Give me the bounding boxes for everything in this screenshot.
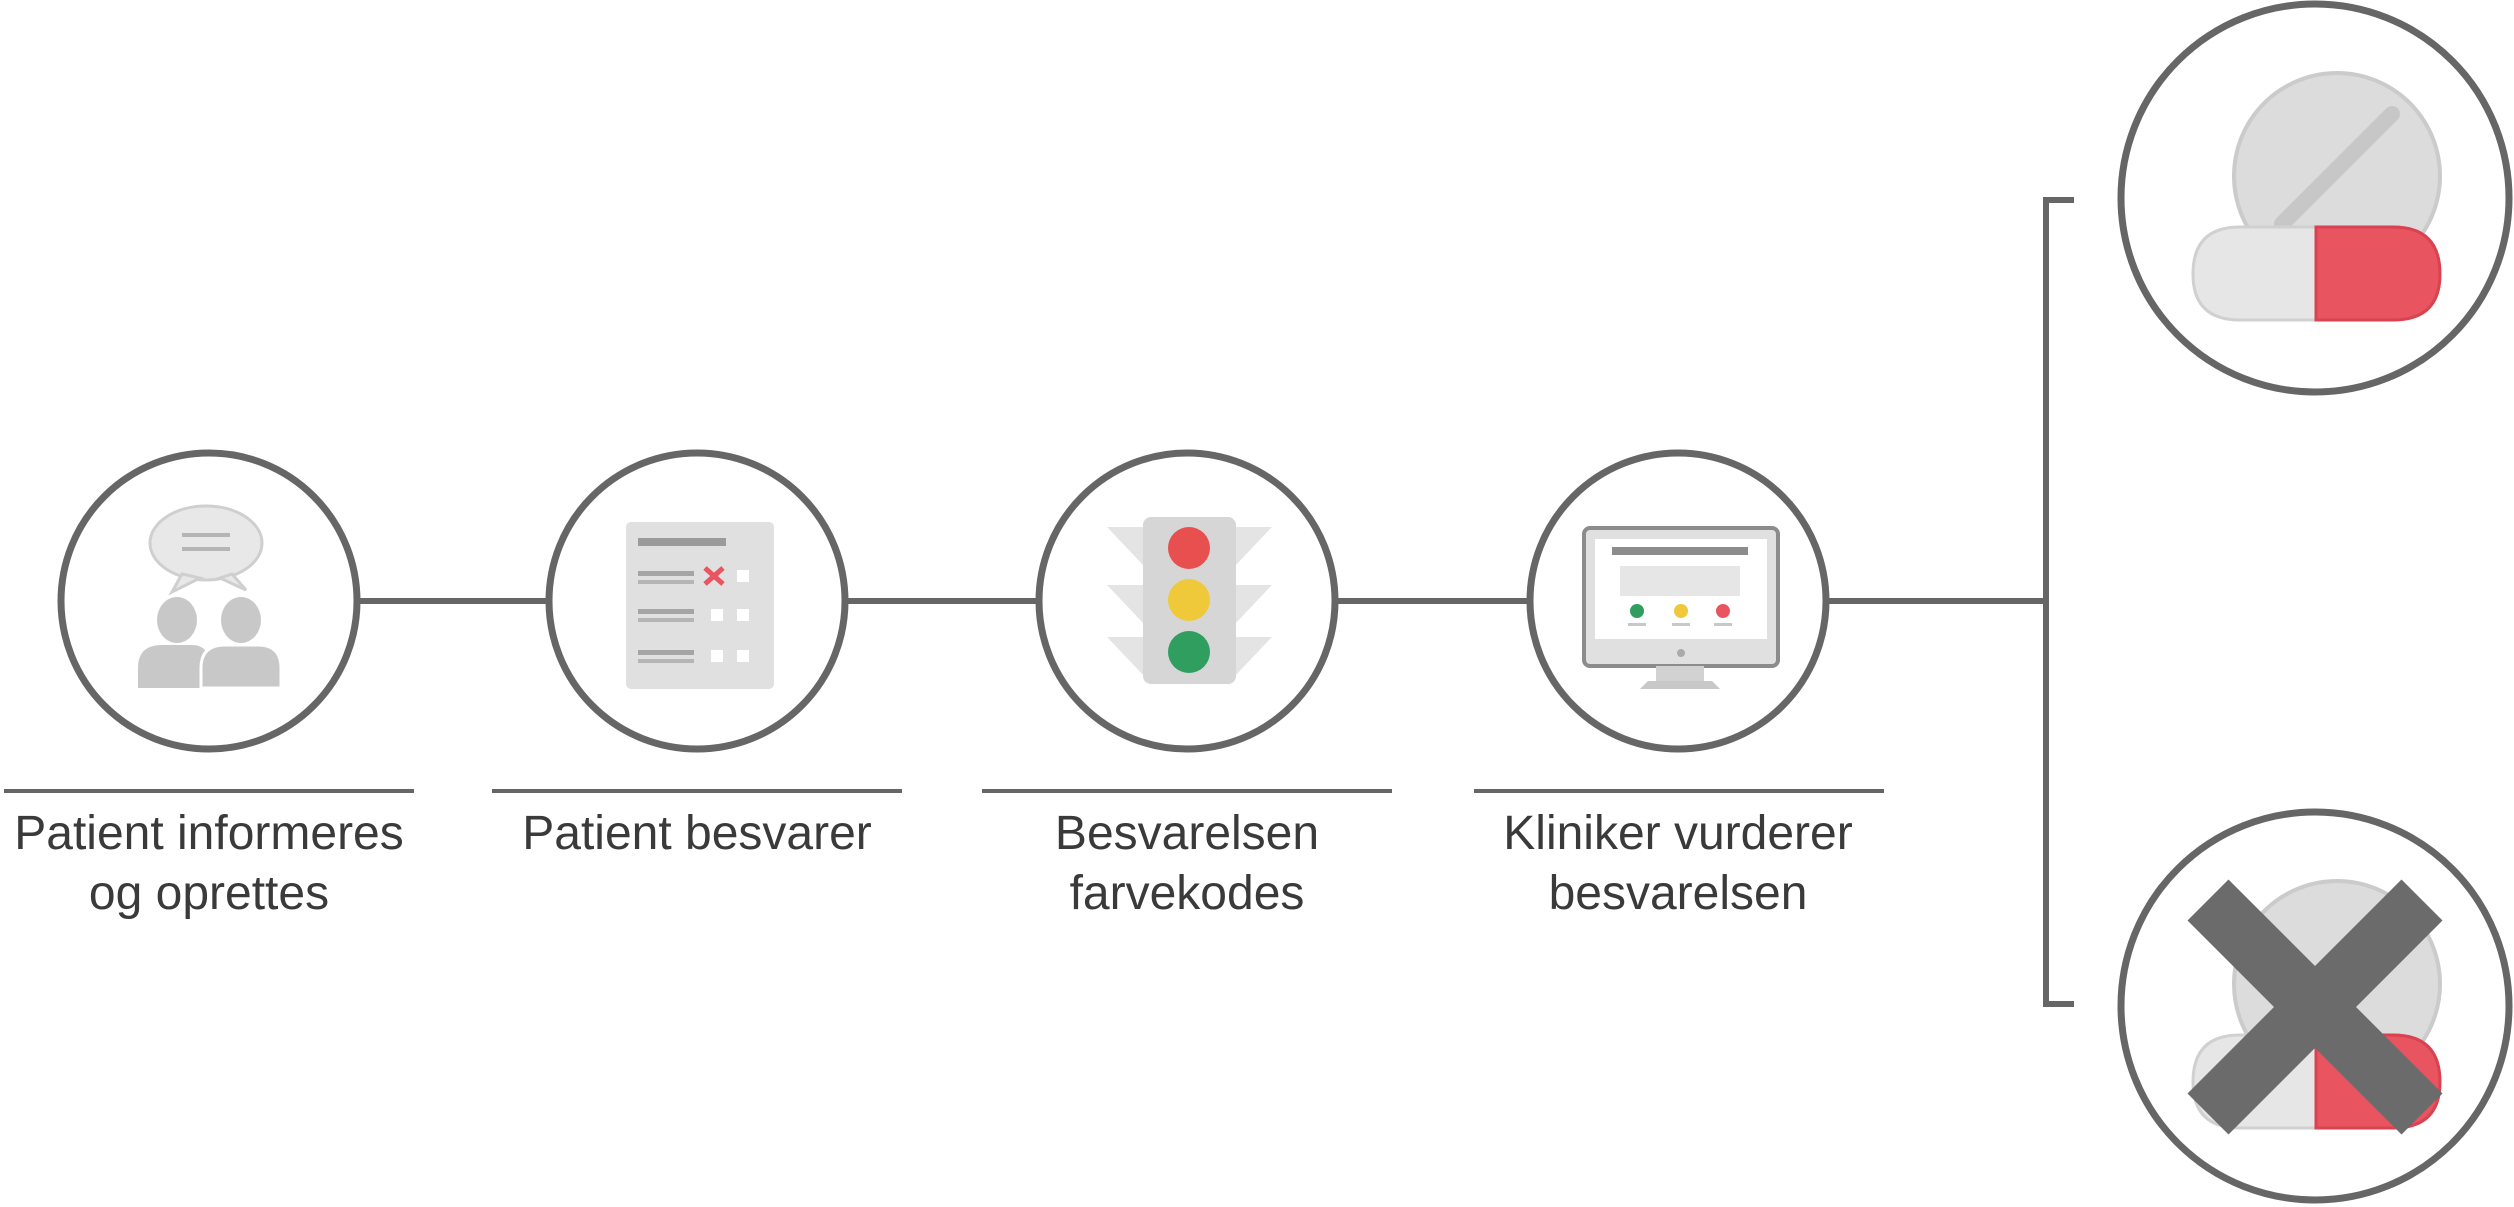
- step-4: [1526, 449, 1830, 753]
- step-labels: Patient informeres og oprettes Patient b…: [14, 807, 1853, 920]
- step-3-label-line1: Besvarelsen: [1055, 807, 1319, 860]
- outcome-medication: [2117, 0, 2513, 396]
- branch-bracket: [2043, 197, 2074, 1007]
- step-4-label-line1: Kliniker vurderer: [1503, 807, 1852, 860]
- cross-icon: [2187, 879, 2443, 1135]
- medication-icon: [2191, 71, 2442, 322]
- connectors: [358, 197, 2074, 1007]
- traffic-light-icon: [1107, 517, 1272, 684]
- step-4-label-line2: besvarelsen: [1549, 867, 1808, 920]
- step-1-circle: [57, 449, 361, 753]
- step-2-label-line1: Patient besvarer: [522, 807, 872, 860]
- step-1: [57, 449, 361, 753]
- step-3-label-line2: farvekodes: [1070, 867, 1305, 920]
- step-1-label-line2: og oprettes: [89, 867, 329, 920]
- step-1-label-line1: Patient informeres: [14, 807, 404, 860]
- questionnaire-icon: [626, 522, 774, 689]
- monitor-icon: [1582, 526, 1780, 689]
- step-3: [1035, 449, 1339, 753]
- people-speech-icon: [138, 504, 283, 690]
- step-2: [545, 449, 849, 753]
- outcome-no-medication: [2117, 808, 2513, 1204]
